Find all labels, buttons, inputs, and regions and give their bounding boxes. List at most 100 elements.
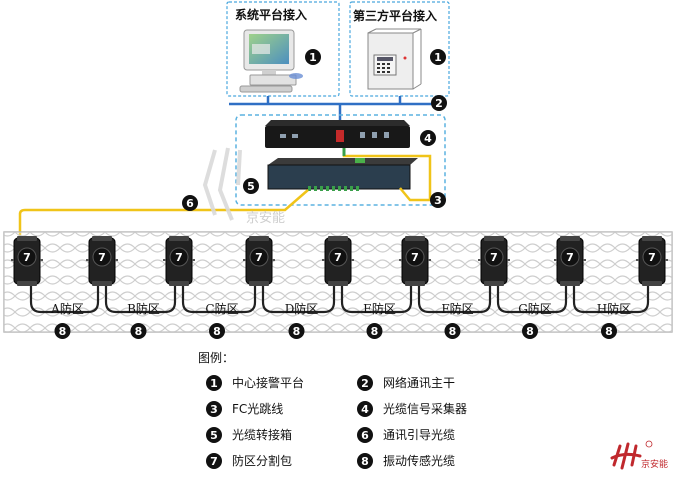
- cable-badge: 8: [522, 323, 538, 339]
- package-number: 7: [98, 251, 106, 264]
- sensing-cable: [340, 286, 413, 314]
- package-number: 7: [648, 251, 656, 264]
- zone-package: 7: [478, 236, 510, 286]
- legend-label: 防区分割包: [232, 453, 292, 468]
- legend-item: 8 振动传感光缆: [357, 453, 455, 469]
- sensing-cable: [29, 286, 100, 314]
- network-backbone: [229, 96, 445, 120]
- package-number: 7: [23, 251, 31, 264]
- cable-badge: 8: [54, 323, 71, 339]
- badge-center-1: 1: [305, 49, 321, 65]
- badge-lead: 6: [182, 195, 198, 211]
- svg-text:6: 6: [186, 197, 194, 210]
- svg-text:8: 8: [371, 325, 379, 338]
- sensing-cable: [496, 286, 568, 314]
- zone-label: E防区: [363, 301, 396, 316]
- zone-package: 7: [243, 236, 275, 286]
- legend-item: 6 通讯引导光缆: [357, 427, 455, 443]
- system-platform-box: 系统平台接入: [226, 1, 340, 97]
- package-number: 7: [255, 251, 263, 264]
- legend-title: 图例：: [198, 351, 234, 365]
- package-number: 7: [411, 251, 419, 264]
- svg-text:3: 3: [210, 403, 218, 416]
- zone-package: 7: [554, 236, 586, 286]
- third-party-title: 第三方平台接入: [353, 8, 437, 23]
- svg-text:8: 8: [135, 325, 143, 338]
- package-number: 7: [175, 251, 183, 264]
- package-number: 7: [334, 251, 342, 264]
- svg-text:2: 2: [361, 377, 369, 390]
- legend-item: 4 光缆信号采集器: [357, 401, 467, 417]
- legend-label: 网络通讯主干: [383, 375, 455, 390]
- package-number: 7: [490, 251, 498, 264]
- signal-collector: [265, 120, 410, 148]
- svg-text:8: 8: [293, 325, 301, 338]
- zone-label: B防区: [127, 301, 160, 316]
- zone-label: A防区: [50, 301, 84, 316]
- sensing-cable: [181, 286, 257, 314]
- zone-package: 7: [636, 236, 668, 286]
- legend-label: 振动传感光缆: [383, 453, 455, 468]
- zone-label: F防区: [441, 301, 473, 316]
- cable-badges: 8 8 8 8 8 8 8 8: [54, 323, 617, 339]
- svg-text:8: 8: [605, 325, 613, 338]
- sensing-cable: [417, 286, 492, 314]
- zone-package: 7: [11, 236, 43, 286]
- zone-labels: A防区 B防区 C防区 D防区 E防区 F防区 G防区 H防区: [50, 301, 631, 316]
- zone-label: C防区: [205, 301, 238, 316]
- svg-text:6: 6: [361, 429, 369, 442]
- zone-label: D防区: [285, 301, 319, 316]
- brand-text: 京安能: [641, 458, 668, 470]
- svg-text:8: 8: [213, 325, 221, 338]
- svg-text:8: 8: [449, 325, 457, 338]
- zone-package: 7: [163, 236, 195, 286]
- badge-network: 2: [431, 95, 447, 111]
- svg-text:8: 8: [526, 325, 534, 338]
- alarm-panel-icon: [367, 28, 422, 90]
- svg-text:7: 7: [210, 455, 218, 468]
- package-number: 7: [566, 251, 574, 264]
- zone-package: 7: [399, 236, 431, 286]
- registered-icon: [645, 440, 653, 448]
- zone-package: 7: [322, 236, 354, 286]
- badge-center-2: 1: [430, 49, 446, 65]
- legend-item: 2 网络通讯主干: [357, 375, 455, 391]
- svg-text:4: 4: [424, 132, 432, 145]
- svg-text:2: 2: [435, 97, 443, 110]
- badge-junction: 5: [243, 178, 259, 194]
- legend-label: 通讯引导光缆: [383, 428, 455, 442]
- cable-badge: 8: [130, 323, 147, 339]
- svg-text:4: 4: [361, 403, 369, 416]
- svg-text:8: 8: [361, 455, 369, 468]
- brand-logo: 京安能: [610, 440, 668, 470]
- svg-text:8: 8: [59, 325, 67, 338]
- zone-package: 7: [86, 236, 118, 286]
- cable-badge: 8: [288, 323, 305, 339]
- badge-collector: 4: [420, 130, 436, 146]
- svg-text:京安能: 京安能: [246, 211, 285, 226]
- lead-cable-line: [18, 189, 309, 238]
- cable-badge: 8: [209, 323, 225, 339]
- svg-text:3: 3: [434, 194, 442, 207]
- zone-label: H防区: [597, 301, 631, 316]
- legend-label: 光缆信号采集器: [383, 401, 467, 416]
- equipment-box: [235, 114, 446, 206]
- svg-text:1: 1: [210, 377, 218, 390]
- computer-icon: [239, 29, 303, 93]
- sensing-cable: [104, 286, 177, 314]
- zone-packages: 7 7 7 7 7 7 7 7 7: [11, 236, 668, 286]
- sensing-cable: [572, 286, 650, 314]
- badge-fc: 3: [430, 192, 446, 208]
- cable-badge: 8: [366, 323, 383, 339]
- svg-text:1: 1: [434, 51, 442, 64]
- legend-item: 7 防区分割包: [206, 453, 292, 469]
- sensing-cable: [261, 286, 336, 314]
- junction-box: [267, 158, 418, 191]
- svg-text:5: 5: [247, 180, 255, 193]
- third-party-box: 第三方平台接入: [349, 1, 450, 97]
- zone-label: G防区: [518, 301, 552, 316]
